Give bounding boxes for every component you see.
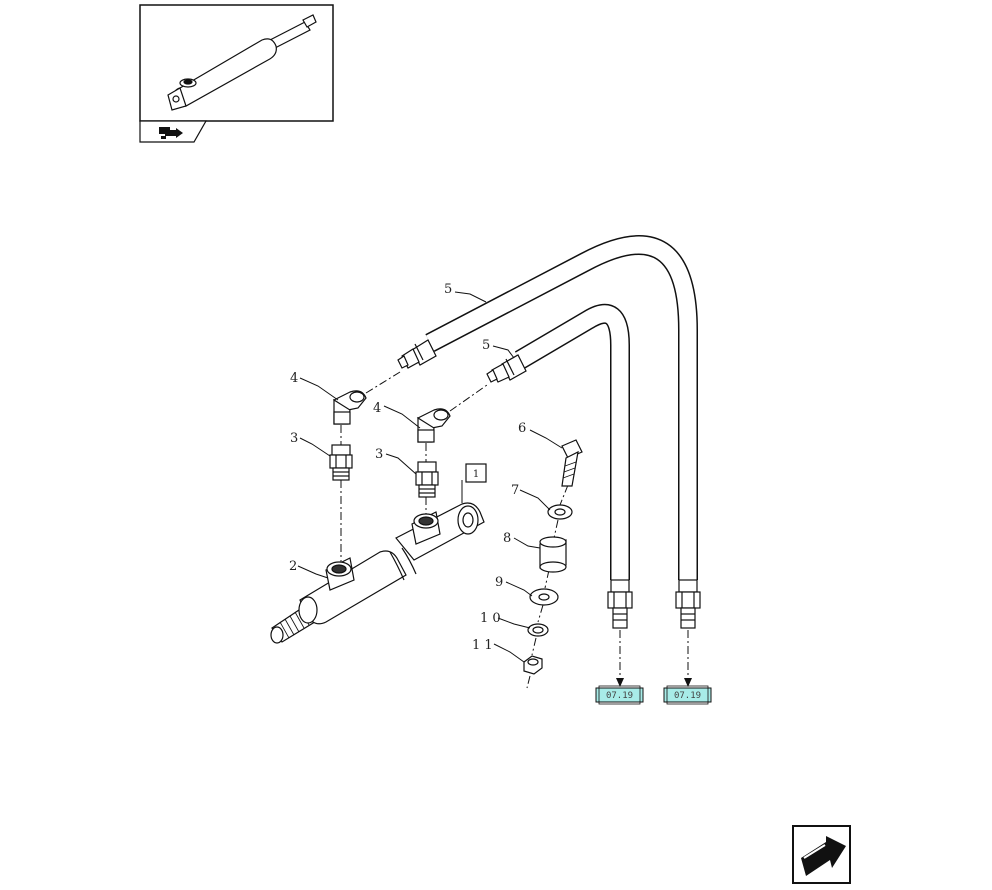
hose-lower-fitting-right [675,579,701,629]
callout-10: 1 0 [480,611,501,626]
hose-upper-fitting-inner [486,354,527,383]
rod-end-assembly [270,502,485,644]
callout-9: 9 [495,575,503,590]
washer-part-9 [529,588,559,606]
callout-leaders [297,291,563,663]
reference-label: 07.19 [674,691,701,701]
nut-part-11 [523,655,543,675]
book-arrow-icon [159,127,183,139]
reference-label: 07.19 [606,691,633,701]
bolt-part-6 [561,439,583,487]
callout-8: 8 [503,531,511,546]
callout-2: 2 [289,559,297,574]
reference-arrowheads [616,678,692,687]
callout-7: 7 [511,483,519,498]
adapter-left [329,444,353,481]
washer-part-10 [527,623,549,637]
reference-leader-lines [619,630,689,680]
adapter-right [415,461,439,498]
callout-3-left: 3 [290,431,298,446]
callout-6: 6 [518,421,526,436]
cylinder-thumbnail-icon [167,14,317,111]
spacer-part-8 [539,536,567,573]
callout-4-right: 4 [373,401,381,416]
callout-5-inner: 5 [482,338,490,353]
callout-1-box: 1 [465,463,487,483]
callout-4-left: 4 [290,371,298,386]
callout-5-outer: 5 [444,282,452,297]
callout-3-right: 3 [375,447,383,462]
thumbnail-panel[interactable] [139,4,334,143]
reference-box-right[interactable]: 07.19 [663,685,712,705]
reference-box-left[interactable]: 07.19 [595,685,644,705]
callout-1: 1 [473,469,479,480]
elbow-fitting-right [416,408,451,443]
hose-lower-fitting-left [607,579,633,629]
hose-outer [425,235,698,580]
next-page-button[interactable] [792,825,851,884]
hose-upper-fitting-outer [397,339,437,369]
hose-inner [514,303,630,580]
next-page-arrow-icon [801,836,846,876]
assembly-leader-lines [340,371,569,689]
washer-part-7 [547,504,573,520]
callout-11: 1 1 [472,638,493,653]
elbow-fitting-left [332,390,367,425]
